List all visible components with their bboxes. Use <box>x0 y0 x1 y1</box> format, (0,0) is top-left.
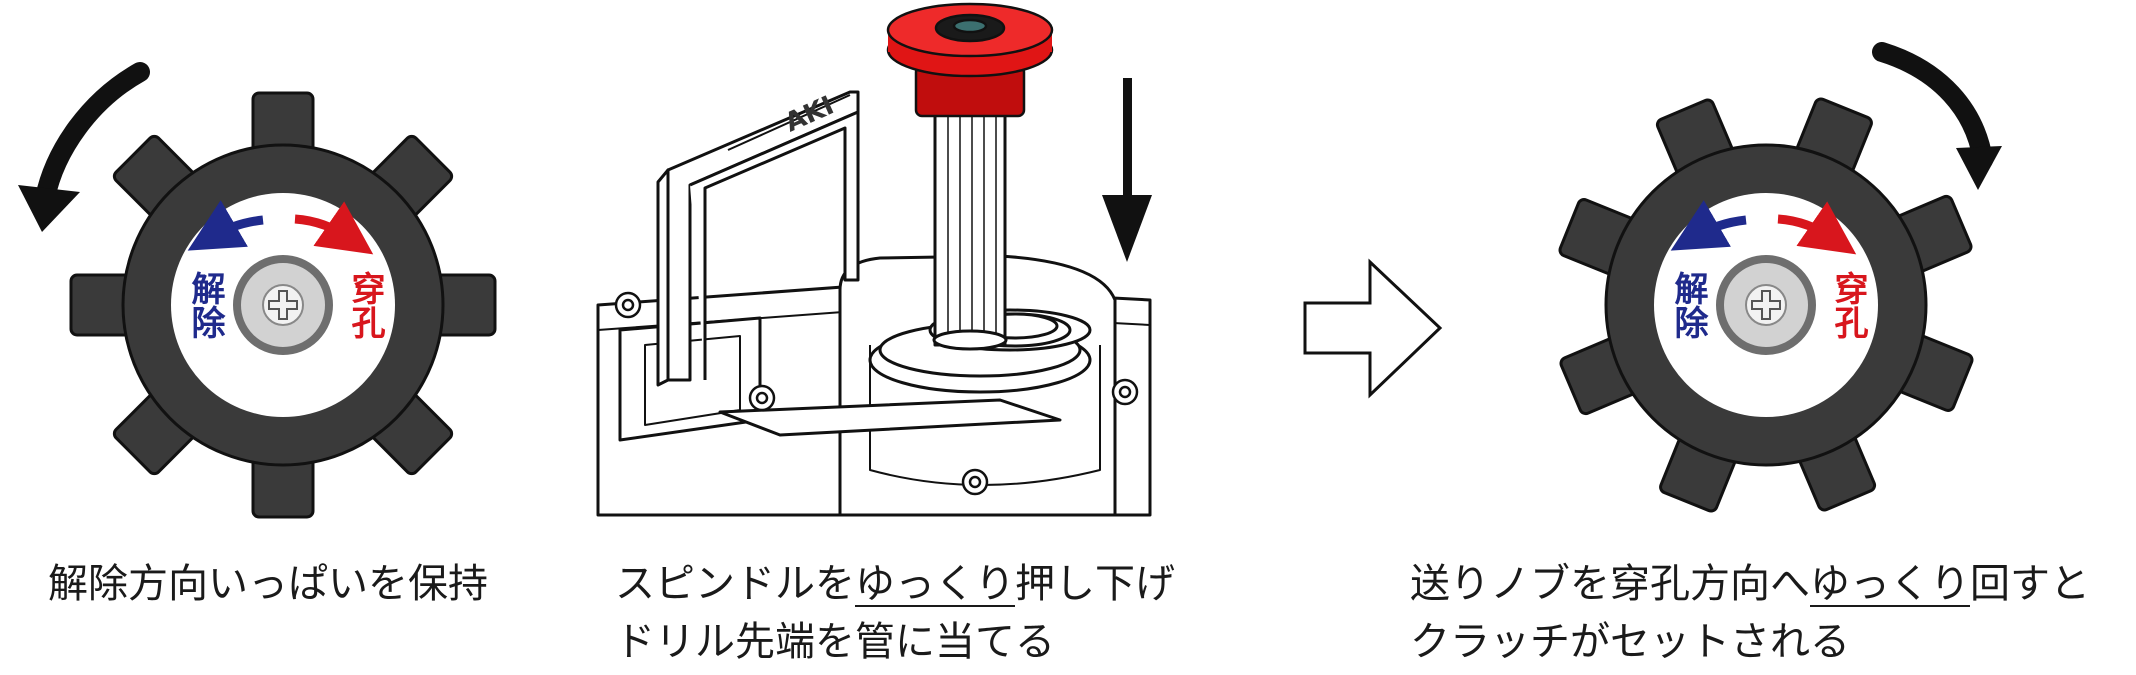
step2-caption: スピンドルをゆっくり押し下げ ドリル先端を管に当てる <box>615 555 1175 671</box>
release-label: 解除 <box>185 271 225 339</box>
drill-unit-illustration <box>596 90 1152 517</box>
step2-caption-line1: スピンドルをゆっくり押し下げ <box>615 555 1175 613</box>
cw-rotation-arrowhead <box>1956 146 2002 190</box>
cw-rotation-arrow <box>1872 42 1993 170</box>
step2-text-emphasis: ゆっくり <box>855 561 1015 607</box>
ccw-rotation-arrow <box>35 62 150 208</box>
screw-icon <box>1745 284 1787 326</box>
step3-text-b: 回すと <box>1970 561 2090 607</box>
down-arrow-head <box>1102 195 1152 262</box>
step2-text-a: スピンドルを <box>615 561 855 607</box>
feed-knob-left: 解除 穿孔 <box>69 91 497 519</box>
spindle-cap <box>886 2 1054 118</box>
screw-icon <box>262 284 304 326</box>
down-arrow-shaft <box>1123 78 1132 208</box>
drill-direction-arrow <box>1777 201 1857 255</box>
next-step-arrow-icon <box>1303 258 1443 399</box>
release-direction-arrow <box>1670 200 1747 251</box>
step1-caption-line: 解除方向いっぱいを保持 <box>48 561 488 607</box>
step3-group: 解除 穿孔 <box>1558 42 2002 513</box>
step3-caption-line2: クラッチがセットされる <box>1410 619 1850 665</box>
step3-text-emphasis: ゆっくり <box>1810 561 1970 607</box>
step1-caption: 解除方向いっぱいを保持 <box>48 555 488 613</box>
drill-label: 穿孔 <box>345 271 385 339</box>
bolt-heads <box>614 291 1139 496</box>
drill-label: 穿孔 <box>1828 271 1868 339</box>
step3-text-a: 送りノブを穿孔方向へ <box>1410 561 1810 607</box>
step2-group: AKI <box>596 2 1152 517</box>
feed-knob-right: 解除 穿孔 <box>1558 97 1974 513</box>
step3-caption-line1: 送りノブを穿孔方向へゆっくり回すと <box>1410 555 2090 613</box>
release-label: 解除 <box>1668 271 1708 339</box>
release-direction-arrow <box>187 200 264 251</box>
step3-caption: 送りノブを穿孔方向へゆっくり回すと クラッチがセットされる <box>1410 555 2090 671</box>
drill-direction-arrow <box>294 201 374 255</box>
ccw-rotation-arrowhead <box>18 185 80 232</box>
step1-group: 解除 穿孔 <box>18 62 497 519</box>
step2-caption-line2: ドリル先端を管に当てる <box>615 619 1055 665</box>
step2-text-b: 押し下げ <box>1015 561 1175 607</box>
